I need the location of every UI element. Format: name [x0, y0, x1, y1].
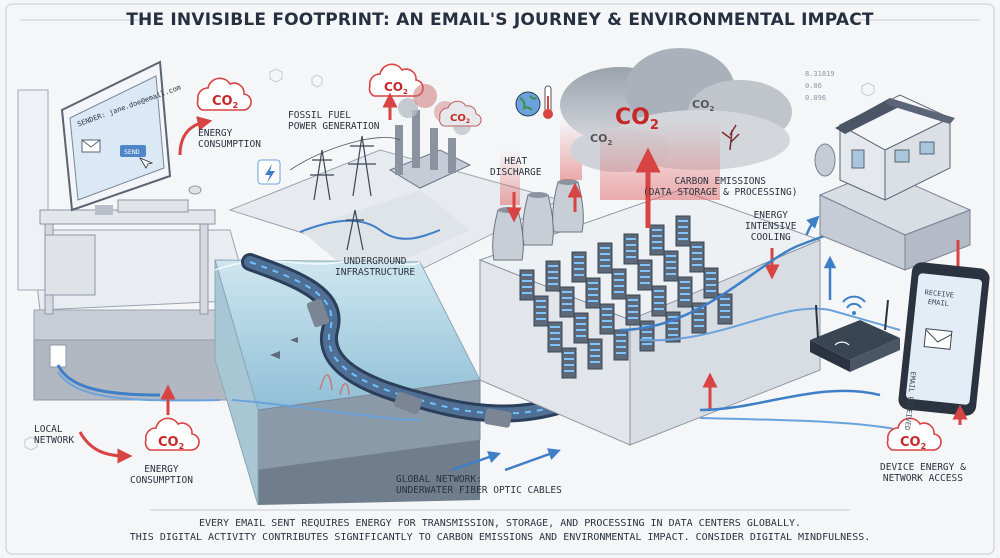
- wifi-icon: [842, 295, 866, 309]
- footer-line-1: EVERY EMAIL SENT REQUIRES ENERGY FOR TRA…: [198, 518, 802, 529]
- lightning-icon: [265, 164, 275, 183]
- send-button-shape: [120, 145, 146, 157]
- co2-cloud-top-left: CO2: [178, 77, 252, 156]
- svg-text:CO2: CO2: [158, 435, 184, 451]
- svg-text:CO2: CO2: [692, 98, 714, 113]
- transmission-towers: [289, 135, 401, 251]
- decor-number-3: 0.096: [805, 94, 826, 102]
- network-cables: [231, 213, 901, 431]
- svg-text:CO2: CO2: [900, 435, 926, 451]
- server-racks: [519, 215, 733, 379]
- router: [810, 295, 900, 372]
- mouse: [188, 185, 202, 195]
- label-global-network: GLOBAL NETWORK:UNDERWATER FIBER OPTIC CA…: [396, 474, 562, 496]
- svg-text:CO2: CO2: [450, 113, 470, 125]
- keyboard: [117, 199, 189, 213]
- globe-icon: [515, 91, 541, 117]
- dead-tree-icon: [721, 124, 740, 151]
- footer-line-2: THIS DIGITAL ACTIVITY CONTRIBUTES SIGNIF…: [129, 532, 871, 543]
- screen-send-label: SEND: [124, 148, 140, 156]
- ocean-block: [214, 259, 481, 506]
- cooling-towers: [492, 120, 584, 261]
- label-carbon-emissions: CARBON EMISSIONS(DATA STORAGE & PROCESSI…: [643, 176, 798, 198]
- page-title: THE INVISIBLE FOOTPRINT: AN EMAIL'S JOUR…: [126, 10, 874, 30]
- co2-cloud-bottom-right: CO2: [886, 404, 968, 451]
- cursor-icon: [139, 157, 154, 169]
- house: [814, 94, 972, 271]
- footer-caption: EVERY EMAIL SENT REQUIRES ENERGY FOR TRA…: [20, 517, 980, 545]
- co2-cloud-plant: CO2: [439, 100, 482, 127]
- svg-text:CO2: CO2: [384, 80, 408, 96]
- svg-text:CO2: CO2: [590, 132, 612, 147]
- co2-cloud-fossil: CO2: [368, 63, 424, 120]
- co2-cloud-bottom-left: CO2: [78, 384, 200, 464]
- decor-hexagons: [24, 68, 875, 451]
- label-device-energy: DEVICE ENERGY &NETWORK ACCESS: [880, 462, 966, 484]
- wall-outlet: [49, 344, 67, 368]
- decor-number-1: 8.31819: [805, 70, 835, 78]
- power-plant: [388, 84, 472, 189]
- fiber-optic-cable: [241, 253, 579, 428]
- co2-text-1: CO2: [212, 94, 238, 110]
- outer-border: [5, 3, 995, 555]
- smartphone: [898, 262, 990, 416]
- phone-envelope-icon: [923, 328, 953, 350]
- office-scene: [17, 60, 251, 402]
- decor-number-2: 0.06: [805, 82, 822, 90]
